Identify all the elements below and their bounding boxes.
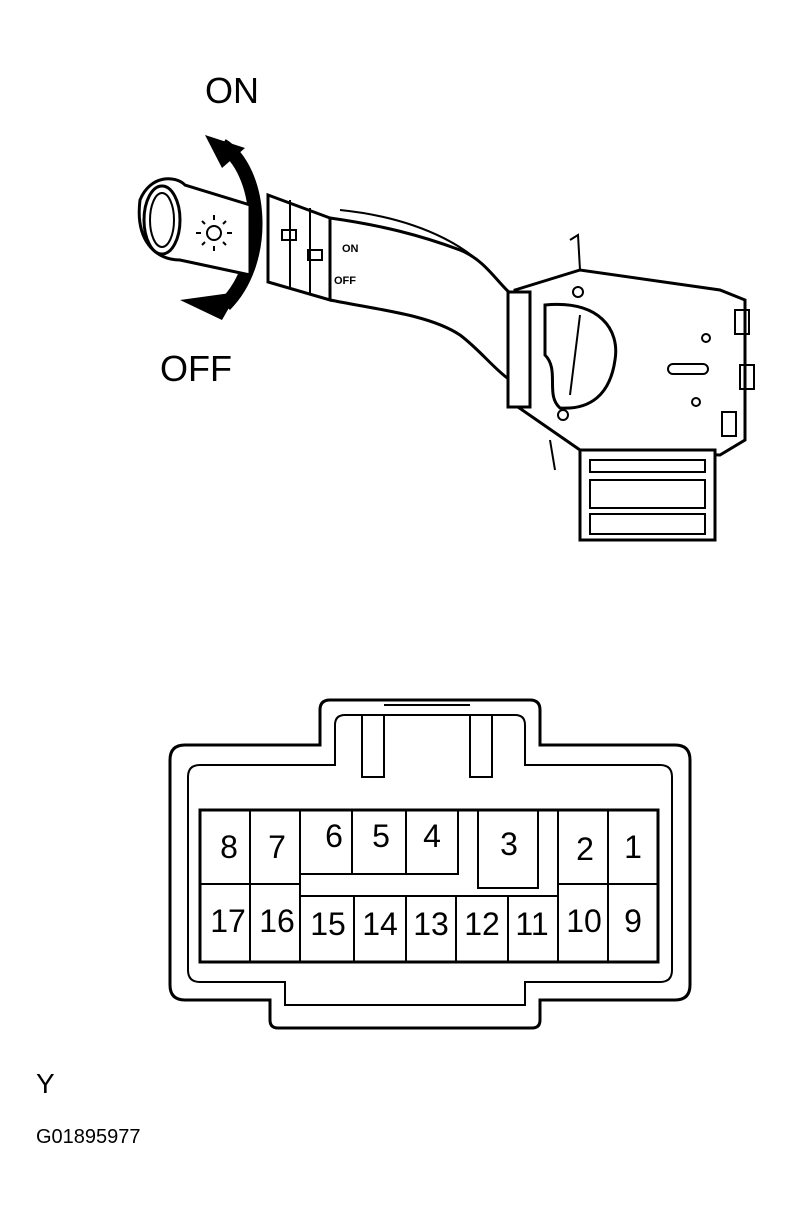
connector-code-label: Y [36,1068,55,1099]
pin-label: 10 [566,903,602,939]
switch-body [506,233,755,542]
lever-knob [137,177,252,277]
combination-switch-drawing: ON OFF [137,135,755,542]
pin-label: 4 [423,818,441,854]
pin-label: 8 [220,829,238,865]
lever-rings: ON OFF [266,192,359,302]
pin-label: 12 [464,906,500,942]
pin-label: 9 [624,903,642,939]
pin-grid [198,808,660,964]
pin-label: 14 [362,906,398,942]
pin-label: 11 [515,906,548,942]
connector-housing-inner [187,714,673,1006]
rotation-arrow-icon [180,135,263,320]
lever-small-on-label: ON [342,243,359,255]
pin-label: 13 [413,906,449,942]
pin-label: 7 [268,829,286,865]
pin-label: 16 [259,903,295,939]
pin-label: 6 [325,818,343,854]
on-position-label: ON [205,70,259,111]
figure-id-label: G01895977 [36,1126,141,1148]
off-position-label: OFF [160,348,232,389]
pin-label: 1 [624,829,642,865]
headlight-icon [196,215,232,251]
lever-shaft [329,209,521,382]
pin-label: 2 [576,831,594,867]
lever-small-off-label: OFF [334,275,356,287]
connector-housing-outer [168,698,692,1030]
pin-label: 17 [210,903,246,939]
pin-label: 5 [372,818,390,854]
pin-label: 3 [500,826,518,862]
pin-label: 15 [310,906,346,942]
